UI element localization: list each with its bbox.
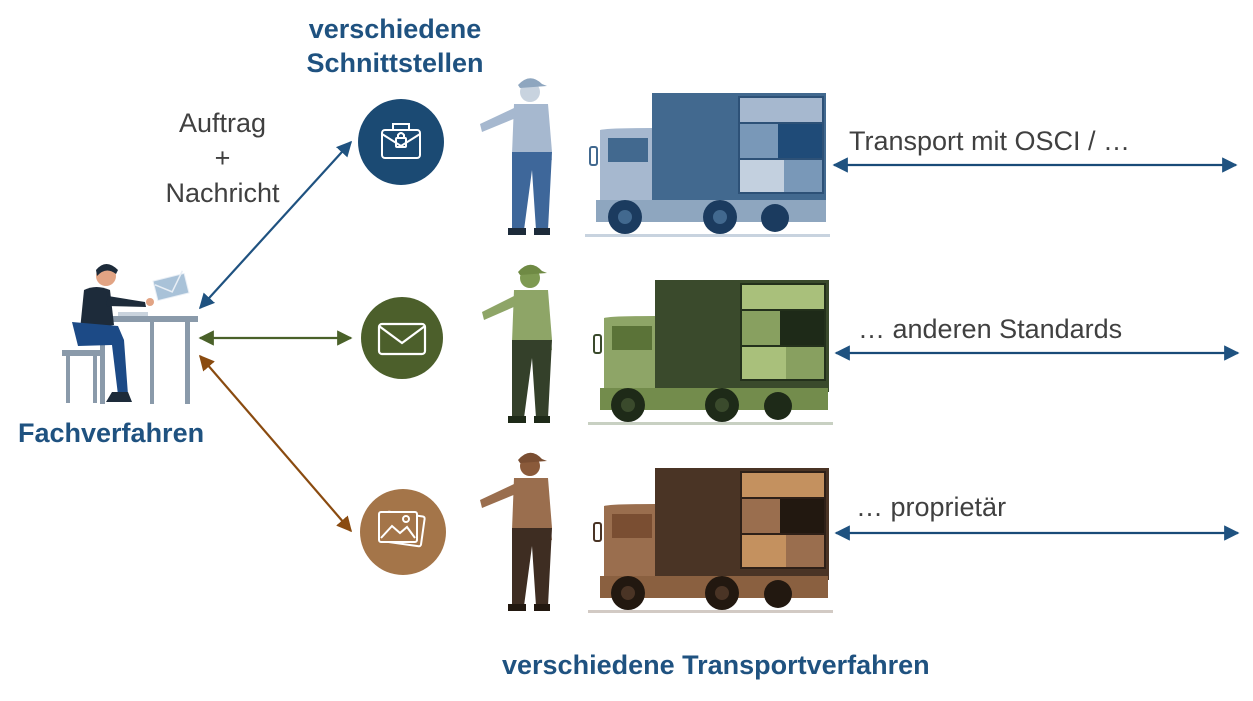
interfaces-title-line2: Schnittstellen <box>306 48 484 78</box>
interface-circle-osci <box>358 99 444 185</box>
interface-circle-proprietary <box>360 489 446 575</box>
delivery-truck-blue <box>585 93 830 237</box>
delivery-truck-green <box>588 280 833 425</box>
courier-green-illustration <box>482 264 552 423</box>
courier-blue-illustration <box>480 78 552 235</box>
arrow-to-interface-osci <box>198 140 353 310</box>
arrow-to-interface-proprietary <box>198 354 353 533</box>
courier-brown-illustration <box>480 452 552 611</box>
envelope-icon <box>377 322 427 356</box>
transport-methods-title: verschiedene Transportverfahren <box>502 650 930 680</box>
order-line-auftrag: Auftrag <box>178 108 267 138</box>
transport-label-proprietary: … proprietär <box>856 492 1007 522</box>
transport-label-standards: … anderen Standards <box>858 314 1123 344</box>
picture-icon <box>378 510 426 548</box>
transport-label-osci: Transport mit OSCI / … <box>849 126 1131 156</box>
interfaces-title: verschiedene Schnittstellen <box>295 12 495 80</box>
interface-circle-email <box>361 297 443 379</box>
briefcase-lock-icon <box>381 123 421 159</box>
delivery-truck-brown <box>588 468 833 613</box>
interfaces-title-line1: verschiedene <box>308 14 482 44</box>
fachverfahren-label: Fachverfahren <box>18 418 205 448</box>
clerk-at-desk-illustration <box>62 264 198 404</box>
